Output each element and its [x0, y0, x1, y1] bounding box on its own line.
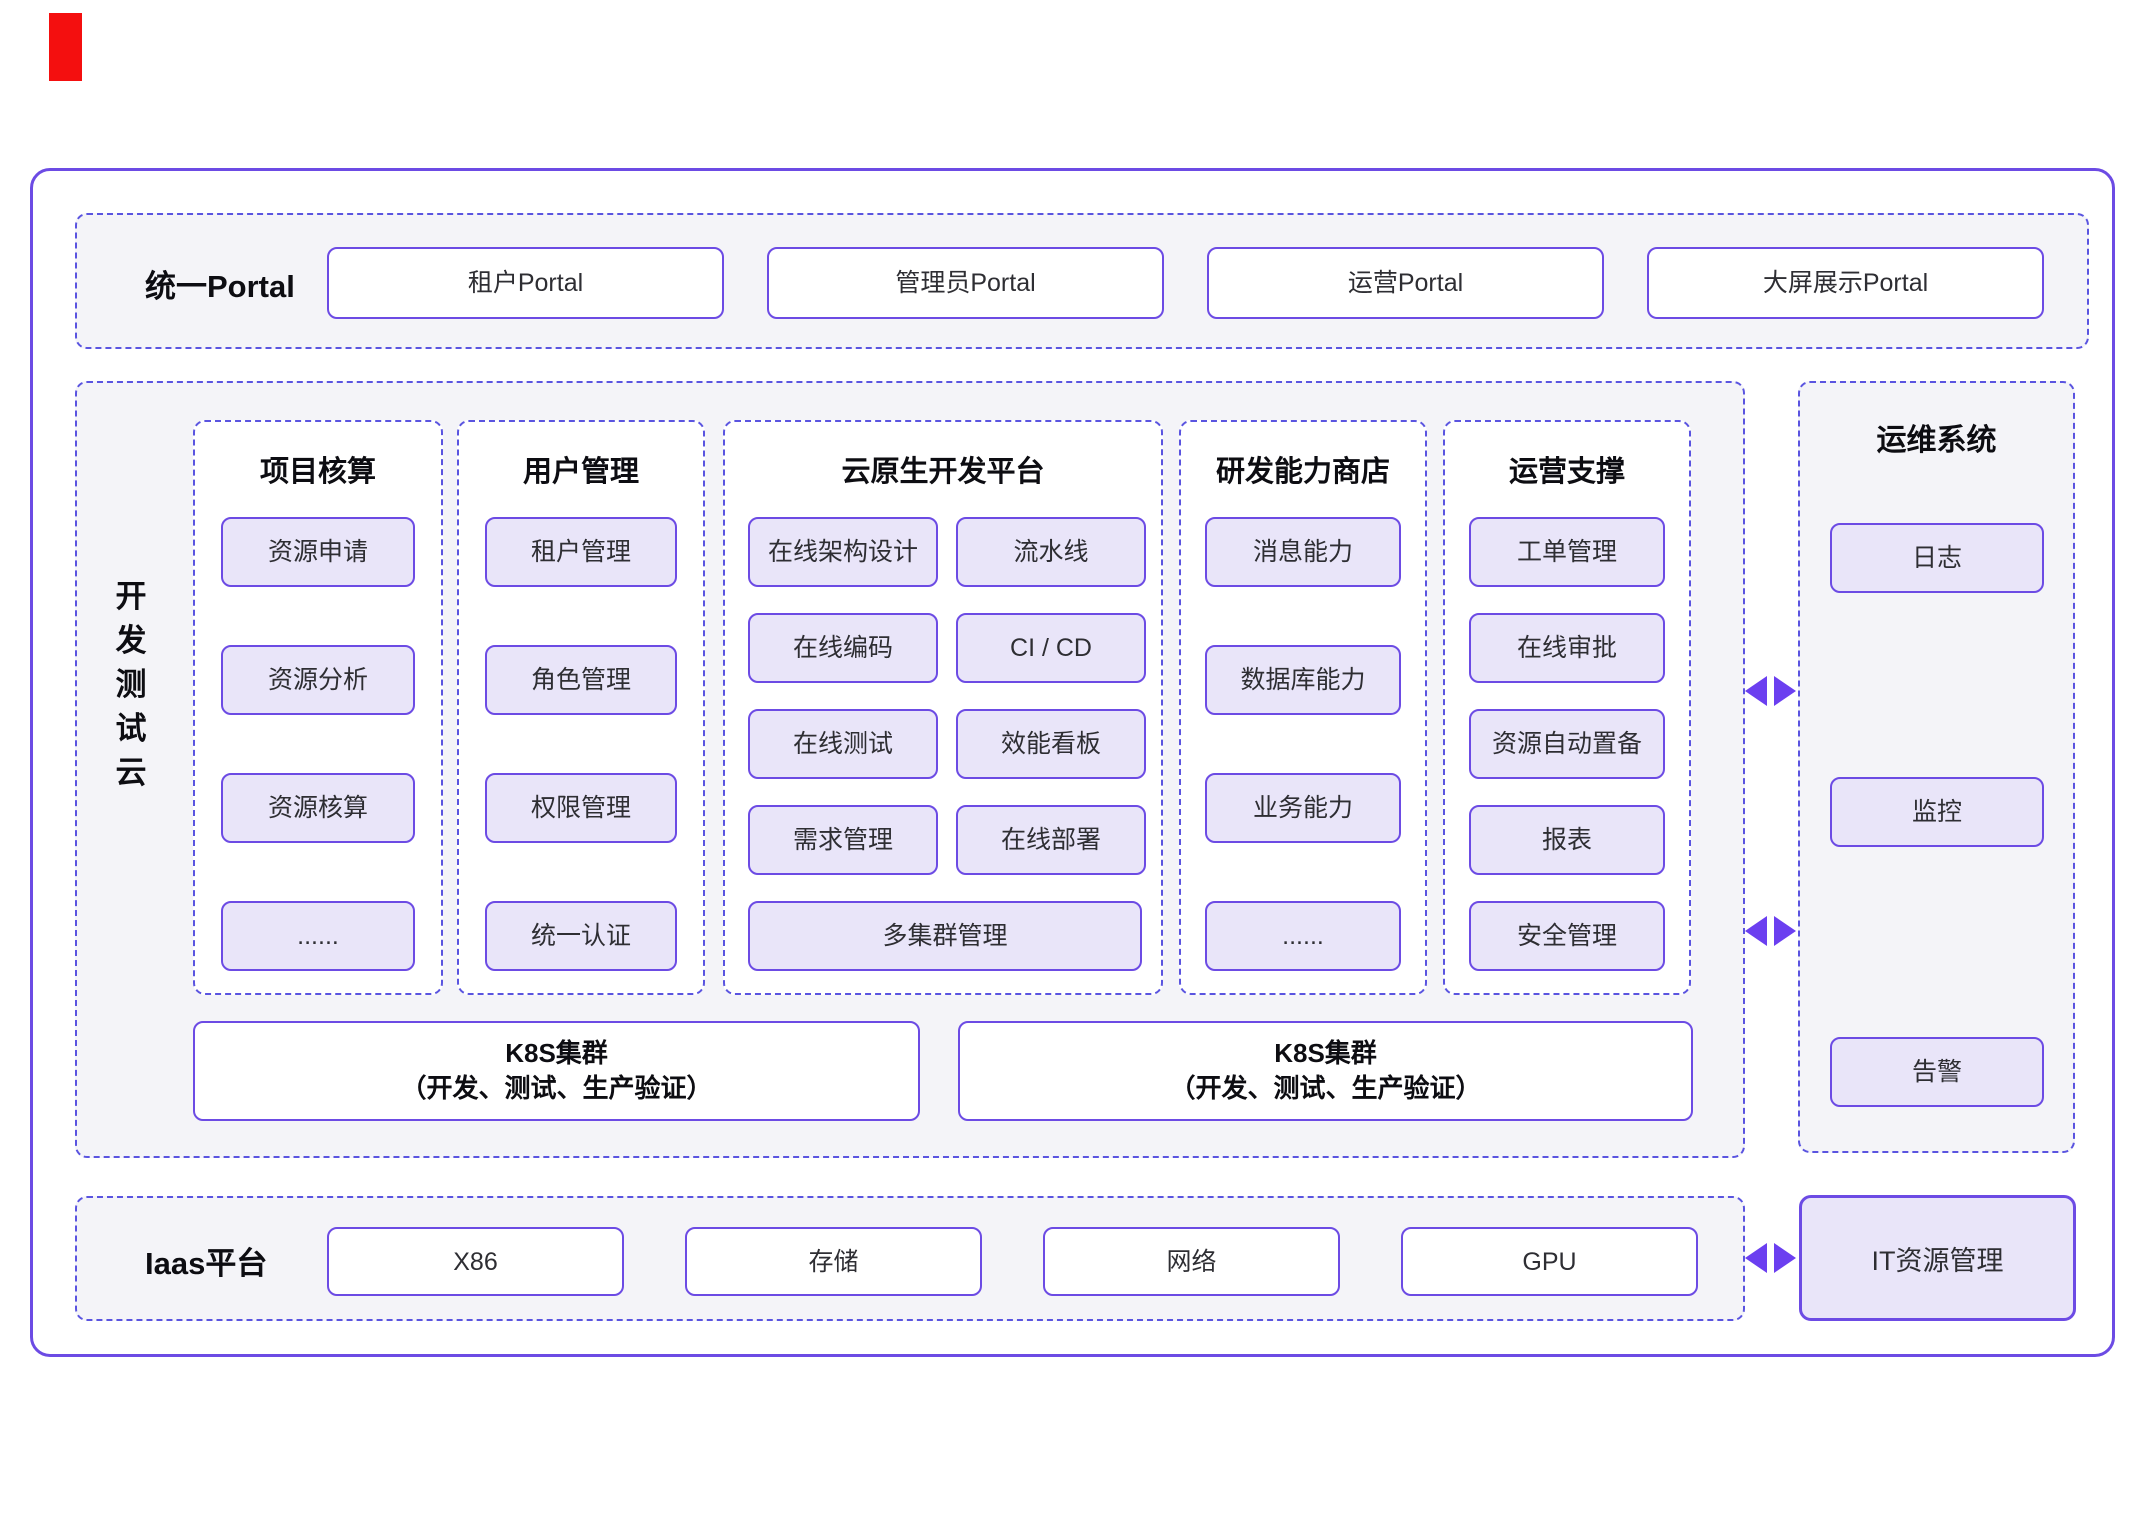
operation-support-panel: 运营支撑 工单管理 在线审批 资源自动置备 报表 安全管理: [1443, 420, 1691, 995]
unified-portal-panel: 统一Portal 租户Portal 管理员Portal 运营Portal 大屏展…: [75, 213, 2089, 349]
v-label-char: 开: [115, 579, 147, 614]
right-arrow-icon: [1774, 676, 1796, 706]
v-label-char: 云: [115, 755, 147, 790]
it-resource-mgmt-box: IT资源管理: [1799, 1195, 2076, 1321]
unified-portal-label: 统一Portal: [145, 268, 295, 304]
more-capability-box: ......: [1205, 901, 1401, 971]
online-testing-box: 在线测试: [748, 709, 938, 779]
message-capability-box: 消息能力: [1205, 517, 1401, 587]
left-arrow-icon: [1745, 1243, 1767, 1273]
ci-cd-box: CI / CD: [956, 613, 1146, 683]
report-box: 报表: [1469, 805, 1665, 875]
rd-capability-store-panel: 研发能力商店 消息能力 数据库能力 业务能力 ......: [1179, 420, 1427, 995]
cloud-native-platform-title: 云原生开发平台: [841, 456, 1045, 488]
k8s-cluster-title: K8S集群: [1274, 1037, 1377, 1068]
network-box: 网络: [1043, 1227, 1340, 1296]
cloud-native-platform-panel: 云原生开发平台 在线架构设计 流水线 在线编码 CI / CD 在线测试 效能看…: [723, 420, 1163, 995]
k8s-cluster-title: K8S集群: [505, 1037, 608, 1068]
right-arrow-icon: [1774, 916, 1796, 946]
resource-apply-box: 资源申请: [221, 517, 415, 587]
bigscreen-portal-box: 大屏展示Portal: [1647, 247, 2044, 319]
k8s-cluster-subtitle: （开发、测试、生产验证）: [400, 1073, 713, 1103]
security-mgmt-box: 安全管理: [1469, 901, 1665, 971]
rd-capability-store-title: 研发能力商店: [1215, 456, 1390, 488]
v-label-char: 测: [115, 667, 147, 702]
more-items-box: ......: [221, 901, 415, 971]
user-management-panel: 用户管理 租户管理 角色管理 权限管理 统一认证: [457, 420, 705, 995]
user-management-title: 用户管理: [522, 456, 639, 488]
online-coding-box: 在线编码: [748, 613, 938, 683]
monitor-box: 监控: [1830, 777, 2044, 847]
efficiency-board-box: 效能看板: [956, 709, 1146, 779]
red-corner-marker: [49, 13, 82, 81]
requirement-mgmt-box: 需求管理: [748, 805, 938, 875]
online-approval-box: 在线审批: [1469, 613, 1665, 683]
database-capability-box: 数据库能力: [1205, 645, 1401, 715]
ops-system-panel: 运维系统 日志 监控 告警: [1798, 381, 2075, 1153]
ops-system-title: 运维系统: [1876, 424, 1997, 457]
project-accounting-panel: 项目核算 资源申请 资源分析 资源核算 ......: [193, 420, 443, 995]
left-arrow-icon: [1745, 916, 1767, 946]
ticket-mgmt-box: 工单管理: [1469, 517, 1665, 587]
resource-analysis-box: 资源分析: [221, 645, 415, 715]
permission-mgmt-box: 权限管理: [485, 773, 677, 843]
business-capability-box: 业务能力: [1205, 773, 1401, 843]
k8s-cluster-box: K8S集群 （开发、测试、生产验证）: [193, 1021, 920, 1121]
gpu-box: GPU: [1401, 1227, 1698, 1296]
log-box: 日志: [1830, 523, 2044, 593]
iaas-platform-label: Iaas平台: [145, 1246, 268, 1281]
k8s-cluster-box: K8S集群 （开发、测试、生产验证）: [958, 1021, 1693, 1121]
operation-portal-box: 运营Portal: [1207, 247, 1604, 319]
dev-test-cloud-panel: 开 发 测 试 云 项目核算 资源申请 资源分析 资源核算 ...... 用户管…: [75, 381, 1745, 1158]
bidirectional-arrow: [1745, 1243, 1796, 1273]
operation-support-title: 运营支撑: [1508, 456, 1625, 488]
v-label-char: 发: [115, 623, 147, 658]
architecture-diagram: 统一Portal 租户Portal 管理员Portal 运营Portal 大屏展…: [30, 168, 2115, 1357]
tenant-mgmt-box: 租户管理: [485, 517, 677, 587]
bidirectional-arrow: [1745, 676, 1796, 706]
pipeline-box: 流水线: [956, 517, 1146, 587]
unified-auth-box: 统一认证: [485, 901, 677, 971]
v-label-char: 试: [115, 711, 147, 746]
online-arch-design-box: 在线架构设计: [748, 517, 938, 587]
right-arrow-icon: [1774, 1243, 1796, 1273]
left-arrow-icon: [1745, 676, 1767, 706]
storage-box: 存储: [685, 1227, 982, 1296]
k8s-cluster-subtitle: （开发、测试、生产验证）: [1169, 1073, 1482, 1103]
dev-test-cloud-label: 开 发 测 试 云: [107, 581, 155, 788]
admin-portal-box: 管理员Portal: [767, 247, 1164, 319]
multi-cluster-mgmt-box: 多集群管理: [748, 901, 1142, 971]
resource-account-box: 资源核算: [221, 773, 415, 843]
project-accounting-title: 项目核算: [259, 456, 376, 488]
tenant-portal-box: 租户Portal: [327, 247, 724, 319]
online-deploy-box: 在线部署: [956, 805, 1146, 875]
alert-box: 告警: [1830, 1037, 2044, 1107]
auto-provisioning-box: 资源自动置备: [1469, 709, 1665, 779]
bidirectional-arrow: [1745, 916, 1796, 946]
iaas-platform-panel: Iaas平台 X86 存储 网络 GPU: [75, 1196, 1745, 1321]
role-mgmt-box: 角色管理: [485, 645, 677, 715]
x86-box: X86: [327, 1227, 624, 1296]
